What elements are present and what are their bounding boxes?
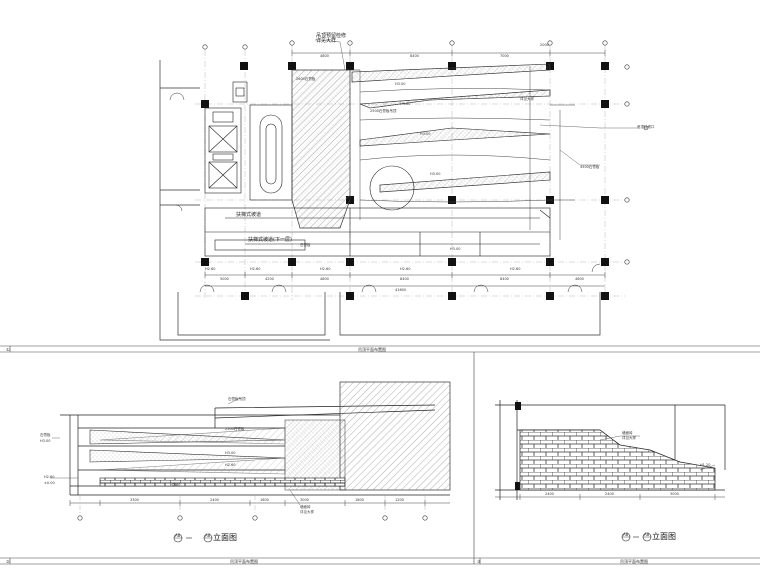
plan-label-top-1: 吊顶预留检修 bbox=[316, 33, 347, 39]
plan-label-top-2: 详见大样 bbox=[316, 38, 337, 44]
svg-text:H3.00: H3.00 bbox=[395, 82, 405, 86]
plan-label-escalator-lower: 扶梯式坡道(下一层) bbox=[248, 237, 292, 243]
svg-text:4200: 4200 bbox=[265, 277, 274, 281]
svg-text:H3.00: H3.00 bbox=[40, 439, 50, 443]
svg-text:H3.00: H3.00 bbox=[430, 172, 440, 176]
svg-text:石膏板: 石膏板 bbox=[300, 242, 311, 247]
plan-label-escalator: 扶梯式坡道 bbox=[236, 212, 262, 218]
elevation-right: 墙面砖 详见大样 H1.20 2400 2400 3000 bbox=[495, 400, 726, 542]
svg-text:详见大样: 详见大样 bbox=[622, 435, 636, 440]
svg-text:3000: 3000 bbox=[300, 498, 309, 502]
svg-text:3300: 3300 bbox=[130, 498, 139, 502]
svg-text:H2.60: H2.60 bbox=[320, 267, 330, 271]
elevation-right-code-2: A8 bbox=[644, 532, 650, 537]
svg-text:详见大样: 详见大样 bbox=[300, 509, 314, 514]
svg-text:4500石膏板: 4500石膏板 bbox=[580, 164, 600, 169]
elevation-right-caption-text: 立面图 bbox=[652, 532, 676, 541]
svg-text:5000: 5000 bbox=[220, 277, 229, 281]
svg-text:4600: 4600 bbox=[575, 277, 584, 281]
elevation-left-footer: 吊顶平面布置图 bbox=[230, 559, 258, 564]
svg-text:4800: 4800 bbox=[320, 277, 329, 281]
elevation-left-code-2: A8 bbox=[205, 533, 211, 538]
svg-text:8400: 8400 bbox=[410, 54, 419, 58]
svg-text:墙面砖: 墙面砖 bbox=[622, 430, 633, 435]
svg-text:H3.00: H3.00 bbox=[225, 451, 235, 455]
elevation-right-code-1: A8 bbox=[623, 532, 629, 537]
svg-text:7000: 7000 bbox=[500, 54, 509, 58]
svg-text:±0.00: ±0.00 bbox=[44, 481, 55, 485]
elevation-left-caption bbox=[173, 533, 213, 543]
elevation-left: 石膏板吊顶 石膏板 H3.00 H2.60 ±0.00 2500石膏板 H3.0… bbox=[40, 381, 451, 543]
svg-text:H3.00: H3.00 bbox=[420, 132, 430, 136]
triangular-ceiling-strips bbox=[351, 63, 551, 193]
svg-text:1200: 1200 bbox=[395, 498, 404, 502]
svg-text:2400: 2400 bbox=[605, 492, 614, 496]
svg-text:8400: 8400 bbox=[500, 277, 509, 281]
hatched-ceiling-zone bbox=[291, 69, 360, 229]
svg-text:H1.20: H1.20 bbox=[700, 463, 710, 467]
svg-text:H2.60: H2.60 bbox=[250, 267, 260, 271]
svg-text:H2.60: H2.60 bbox=[44, 475, 54, 479]
svg-text:详见大样: 详见大样 bbox=[520, 96, 534, 101]
elevation-left-caption-text: 立面图 bbox=[213, 533, 237, 542]
svg-text:H2.60: H2.60 bbox=[510, 267, 520, 271]
svg-text:石膏板吊顶: 石膏板吊顶 bbox=[228, 396, 246, 401]
svg-text:H3.00: H3.00 bbox=[400, 102, 410, 106]
svg-text:4800: 4800 bbox=[320, 54, 329, 58]
elevation-right-caption bbox=[621, 532, 652, 542]
elevation-right-number: ③ bbox=[477, 559, 481, 564]
elevation-left-code-1: A8 bbox=[175, 533, 181, 538]
plan-caption: 吊顶平面布置图 bbox=[358, 347, 386, 352]
ceiling-plan: H3.00 H3.00 H3.00 H3.00 2500石膏板吊顶 详见大样 2… bbox=[159, 39, 655, 341]
svg-text:H3.00: H3.00 bbox=[450, 247, 460, 251]
plan-caption-number: ① bbox=[6, 347, 10, 352]
svg-text:1800: 1800 bbox=[355, 498, 364, 502]
svg-text:2000: 2000 bbox=[540, 43, 549, 47]
svg-text:8400: 8400 bbox=[400, 277, 409, 281]
svg-text:1600: 1600 bbox=[260, 498, 269, 502]
svg-text:吊顶检修口: 吊顶检修口 bbox=[637, 124, 655, 129]
svg-text:H2.60: H2.60 bbox=[225, 463, 235, 467]
svg-text:2500石膏板吊顶: 2500石膏板吊顶 bbox=[370, 108, 397, 113]
svg-text:2600石膏板: 2600石膏板 bbox=[296, 76, 316, 81]
svg-text:H2.60: H2.60 bbox=[400, 267, 410, 271]
svg-text:墙面砖: 墙面砖 bbox=[300, 504, 311, 509]
svg-text:2400: 2400 bbox=[545, 492, 554, 496]
svg-text:H2.60: H2.60 bbox=[170, 483, 180, 487]
svg-text:H2.60: H2.60 bbox=[205, 267, 215, 271]
svg-text:41600: 41600 bbox=[395, 288, 406, 292]
svg-text:2500石膏板: 2500石膏板 bbox=[225, 426, 245, 431]
elevation-right-footer: 吊顶平面布置图 bbox=[620, 559, 648, 564]
elevation-left-number: ② bbox=[6, 559, 10, 564]
sheet-frame bbox=[0, 345, 760, 565]
svg-text:3000: 3000 bbox=[670, 492, 679, 496]
svg-text:2400: 2400 bbox=[210, 498, 219, 502]
svg-text:石膏板: 石膏板 bbox=[40, 432, 51, 437]
